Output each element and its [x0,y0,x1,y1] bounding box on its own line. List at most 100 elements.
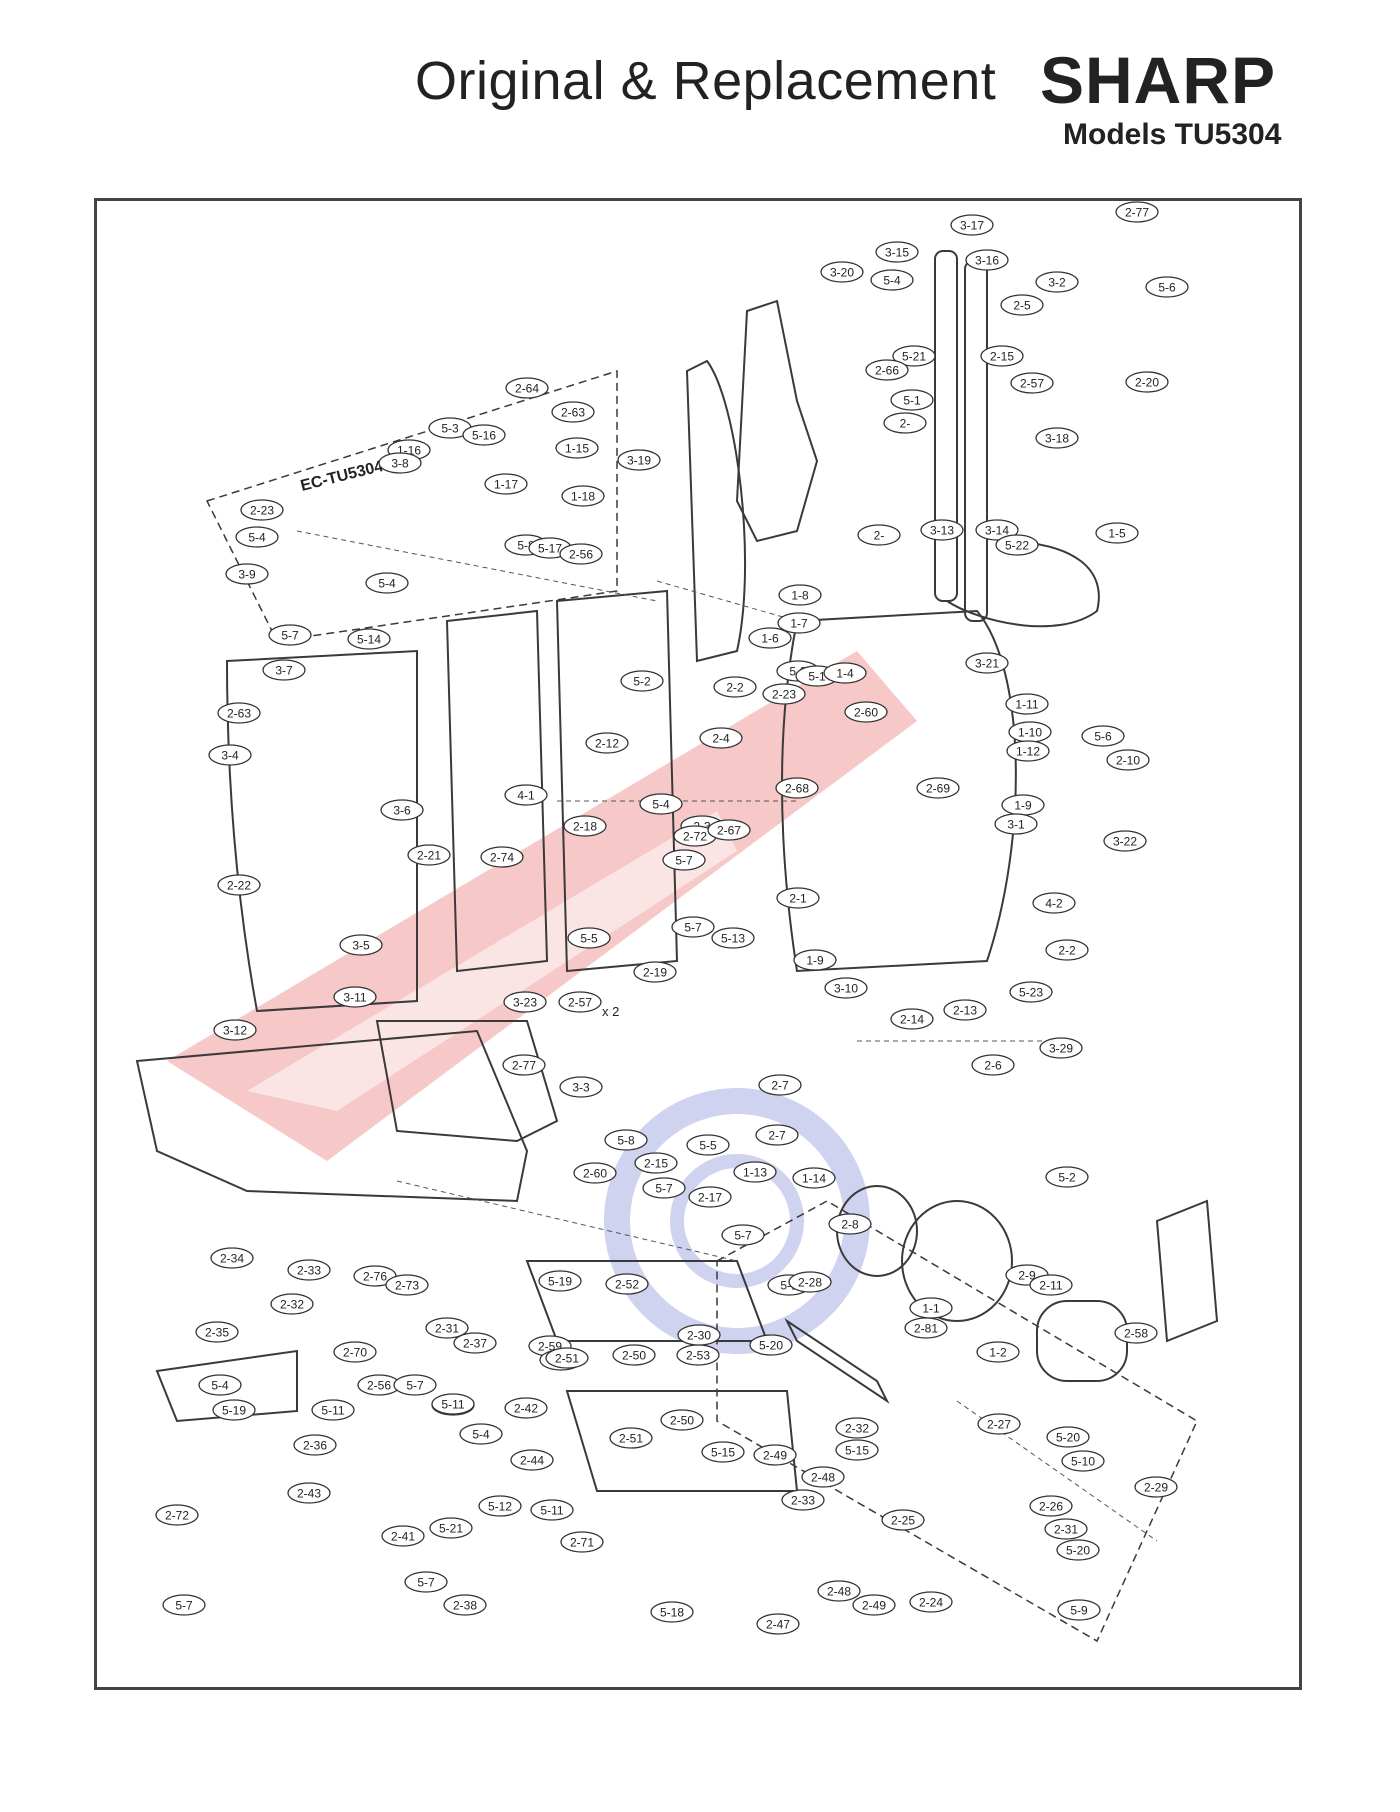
callout-2-11: 2-11 [1029,1274,1073,1296]
callout-text: 2-81 [914,1322,938,1336]
callout-oval [311,1399,355,1421]
callout-2-69: 2-69 [916,777,960,799]
callout-text: 2-50 [622,1349,646,1363]
callout-oval [762,683,806,705]
callout-oval [208,744,252,766]
page-title: Original & Replacement [415,51,997,111]
callout-oval [875,241,919,263]
callout-text: 2-77 [512,1059,536,1073]
callout-text: 5-21 [439,1522,463,1536]
callout-1-18: 1-18 [561,485,605,507]
callout-oval [612,1344,656,1366]
callout-text: 5-4 [652,798,670,812]
callout-text: 2-41 [391,1530,415,1544]
callout-oval [916,777,960,799]
callout-text: 2-58 [1124,1327,1148,1341]
callout-text: 1-10 [1018,726,1042,740]
callout-text: 2-7 [771,1079,789,1093]
callout-oval [890,389,934,411]
callout-x2: x 2 [602,1004,619,1019]
callout-text: 3-10 [834,982,858,996]
callout-oval [1115,201,1159,223]
callout-text: 2-60 [583,1167,607,1181]
callout-1-5: 1-5 [1095,522,1139,544]
callout-text: 5-2 [1058,1171,1076,1185]
callout-text: 3-9 [238,568,256,582]
callout-oval [1006,740,1050,762]
callout-2-57: 2-57 [558,991,602,1013]
callout-3-11: 3-11 [333,986,377,1008]
callout-text: 3-1 [1007,818,1025,832]
callout-5-2: 5-2 [1045,1166,1089,1188]
wand-tube-1 [934,250,958,602]
callout-oval [835,1417,879,1439]
callout-2-60: 2-60 [573,1162,617,1184]
bag-frame [555,589,679,973]
callout-text: 3-15 [885,246,909,260]
callout-2-: 2- [883,412,927,434]
callout-text: 2-69 [926,782,950,796]
callout-1-7: 1-7 [777,612,821,634]
callout-text: 5-19 [548,1275,572,1289]
callout-text: 3-14 [985,524,1009,538]
callout-text: 5-11 [540,1504,563,1518]
callout-text: 2-63 [561,406,585,420]
callout-2-63: 2-63 [551,401,595,423]
callout-oval [707,819,751,841]
callout-text: 3-22 [1113,835,1137,849]
callout-text: 2-68 [785,782,809,796]
callout-1-17: 1-17 [484,473,528,495]
callout-1-15: 1-15 [555,437,599,459]
callout-text: 2-64 [515,382,539,396]
callout-text: 2-2 [726,681,744,695]
callout-oval [1103,830,1147,852]
callout-3-19: 3-19 [617,449,661,471]
callout-3-15: 3-15 [875,241,919,263]
callout-2-2: 2-2 [713,676,757,698]
callout-oval [484,473,528,495]
callout-oval [217,874,261,896]
callout-text: 2-32 [845,1422,869,1436]
callout-text: 4-2 [1045,897,1063,911]
callout-5-4: 5-4 [235,526,279,548]
callout-3-8: 3-8 [378,452,422,474]
callout-2-52: 2-52 [605,1273,649,1295]
callout-2-5: 2-5 [1000,294,1044,316]
callout-2-10: 2-10 [1106,749,1150,771]
callout-text: 5-21 [902,350,926,364]
callout-oval [776,887,820,909]
callout-text: 5-19 [222,1404,246,1418]
callout-1-1: 1-1 [909,1297,953,1319]
callout-text: 2-72 [165,1509,189,1523]
callout-text: 5-1 [903,394,921,408]
callout-5-4: 5-4 [365,572,409,594]
callout-2-7: 2-7 [755,1124,799,1146]
callout-4-2: 4-2 [1032,892,1076,914]
callout-oval [634,1152,678,1174]
callout-text: 2-38 [453,1599,477,1613]
callout-oval [505,377,549,399]
callout-5-1: 5-1 [890,389,934,411]
callout-oval [660,1409,704,1431]
callout-oval [824,977,868,999]
callout-oval [792,1167,836,1189]
callout-oval [971,1054,1015,1076]
callout-text: 5-4 [378,577,396,591]
callout-2-32: 2-32 [835,1417,879,1439]
callout-text: 4-1 [517,789,535,803]
callout-oval [671,916,715,938]
callout-2-44: 2-44 [510,1449,554,1471]
callout-oval [545,1347,589,1369]
callout-text: 5-2 [633,675,651,689]
callout-text: 2-12 [595,737,619,751]
callout-oval [688,1186,732,1208]
callout-oval [1061,1450,1105,1472]
callout-text: 2-60 [854,706,878,720]
callout-oval [892,345,936,367]
callout-3-12: 3-12 [213,1019,257,1041]
callout-2-17: 2-17 [688,1186,732,1208]
callout-1-2: 1-2 [976,1341,1020,1363]
callout-text: 2-67 [717,824,741,838]
callout-oval [1010,372,1054,394]
callout-oval [1005,693,1049,715]
